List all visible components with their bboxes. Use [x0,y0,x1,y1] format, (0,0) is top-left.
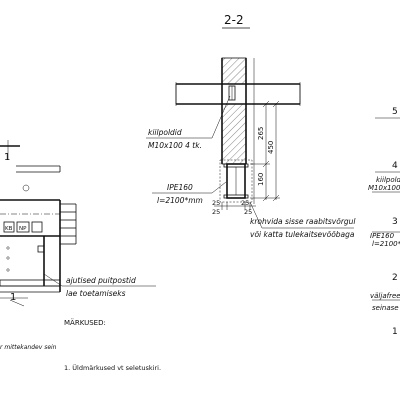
right-label-ipe160: IPE160 [370,232,395,240]
leader-kiilpoldid [146,95,231,139]
right-label-l2100: l=2100* [372,240,400,248]
leader-ipe160 [152,181,227,194]
label-ajutised-2: lae toetamiseks [66,289,126,298]
section-title: 2-2 [224,13,244,27]
right-label-kiilpold: kiilpold [376,176,400,184]
right-edge-fragment [372,117,400,301]
leader-ajutised [43,273,156,287]
dim-160: 160 [257,173,265,186]
leader-krohv [249,201,354,229]
dim-25-b: 25 [241,199,249,207]
label-krohv-1: krohvida sisse raabitsvõrgul [250,217,356,226]
label-kb: KB [5,226,13,232]
notes-item-1: 1. Üldmärkused vt seletuskiri. [64,363,161,372]
dim-25-d: 25 [244,208,252,216]
wall-column [221,57,247,165]
dim-25-c: 25 [212,208,220,216]
label-kiilpoldid-spec: M10x100 4 tk. [148,141,202,150]
dim-450: 450 [267,141,275,154]
vertical-dimensions [250,58,280,204]
label-wall-note: r mittekandev sein [0,344,57,351]
floor-slab [175,82,301,106]
ipe160-beam [219,159,253,203]
right-marker-4: 4 [392,161,398,171]
marker-1-bottom: 1 [10,292,16,303]
right-marker-1: 1 [392,327,398,337]
label-kiilpoldid: kiilpoldid [148,128,182,137]
dim-25-a: 25 [212,199,220,207]
left-plan-fragment [0,140,77,307]
horizontal-dimensions [214,202,256,210]
right-marker-2: 2 [392,273,398,283]
right-marker-5: 5 [392,107,398,117]
label-krohv-2: või katta tulekaitsevõõbaga [250,230,355,239]
label-ipe160: IPE160 [167,183,193,192]
right-marker-3: 3 [392,217,398,227]
dim-265: 265 [257,127,265,140]
right-label-seinase: seinase [372,304,399,312]
label-ajutised-1: ajutised puitpostid [66,276,136,285]
notes-heading: MÄRKUSED: [64,318,106,327]
right-label-valjafrees: väljafrees [370,292,400,300]
right-label-m10: M10x100 [368,184,400,192]
label-ipe160-length: l=2100*mm [157,196,203,205]
label-np: NP [19,226,27,232]
marker-1-left: 1 [4,152,10,163]
